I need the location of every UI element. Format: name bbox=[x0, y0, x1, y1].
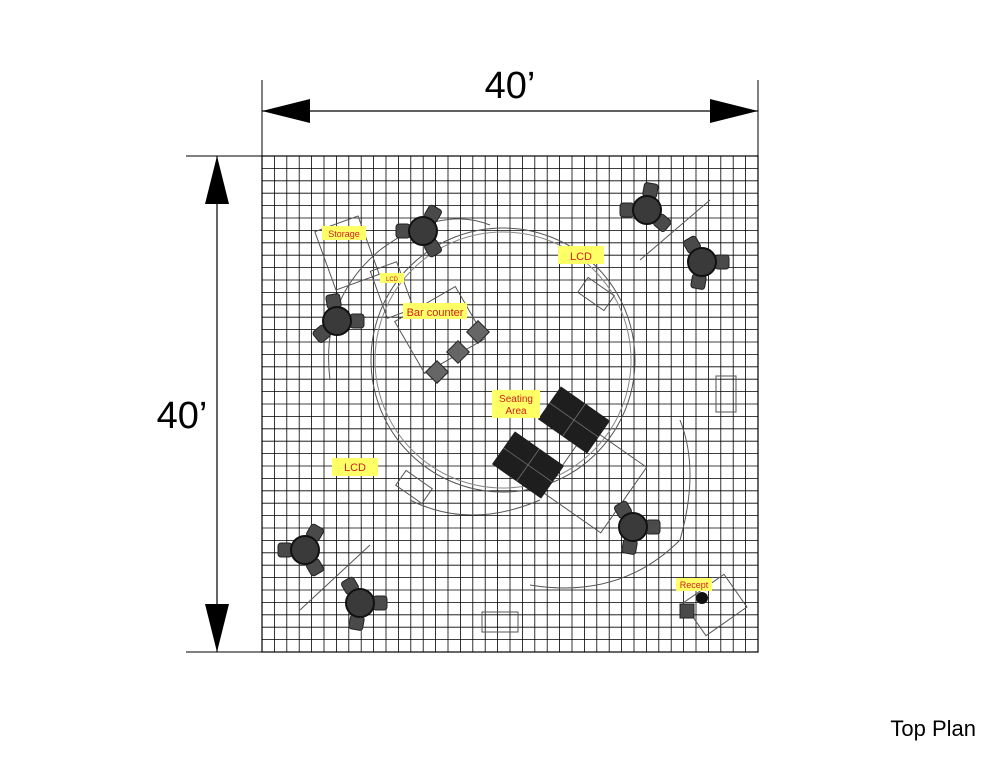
label-storage: Storage bbox=[328, 229, 360, 239]
label-seating: Seating bbox=[499, 394, 533, 405]
label-reception: Recept bbox=[680, 580, 709, 590]
seating-area-sofas bbox=[491, 386, 611, 499]
width-dimension: 40’ bbox=[261, 65, 759, 156]
chair bbox=[277, 542, 293, 558]
round-table bbox=[632, 195, 662, 225]
label-area: Area bbox=[505, 406, 527, 417]
label-lcd-top: LCD bbox=[570, 251, 592, 263]
table-set bbox=[277, 523, 324, 577]
depth-dimension: 40’ bbox=[157, 155, 262, 653]
plant-icon bbox=[696, 592, 708, 604]
table-set bbox=[619, 182, 672, 232]
width-label: 40’ bbox=[485, 65, 536, 107]
round-table bbox=[687, 247, 717, 277]
table-set bbox=[683, 235, 730, 290]
area-labels: Storage LCD LCD Bar counter Seating Area… bbox=[322, 226, 712, 591]
table-set bbox=[395, 204, 442, 258]
round-table bbox=[618, 512, 648, 542]
chair bbox=[714, 254, 730, 270]
chair bbox=[349, 313, 365, 329]
round-table bbox=[345, 588, 375, 618]
table-set bbox=[341, 576, 388, 631]
chair bbox=[645, 519, 661, 535]
chair bbox=[395, 223, 411, 239]
round-table bbox=[290, 535, 320, 565]
plan-title: Top Plan bbox=[890, 716, 976, 741]
arrow-down-icon bbox=[205, 604, 229, 652]
round-table bbox=[408, 216, 438, 246]
table-set bbox=[614, 500, 661, 555]
bar-stool bbox=[465, 319, 491, 345]
furniture-layer bbox=[277, 182, 730, 631]
arrow-left-icon bbox=[262, 99, 310, 123]
label-lcd-small: LCD bbox=[386, 277, 399, 283]
round-table bbox=[322, 306, 352, 336]
arrow-up-icon bbox=[205, 156, 229, 204]
label-lcd-left: LCD bbox=[344, 462, 366, 474]
chair bbox=[619, 202, 635, 218]
bar-stool bbox=[424, 359, 450, 385]
chair bbox=[372, 595, 388, 611]
arrow-right-icon bbox=[710, 99, 758, 123]
depth-label: 40’ bbox=[157, 395, 208, 437]
label-bar-counter: Bar counter bbox=[407, 307, 464, 319]
reception-chair bbox=[679, 603, 695, 619]
bar-stool bbox=[445, 339, 471, 365]
table-set bbox=[312, 293, 365, 343]
